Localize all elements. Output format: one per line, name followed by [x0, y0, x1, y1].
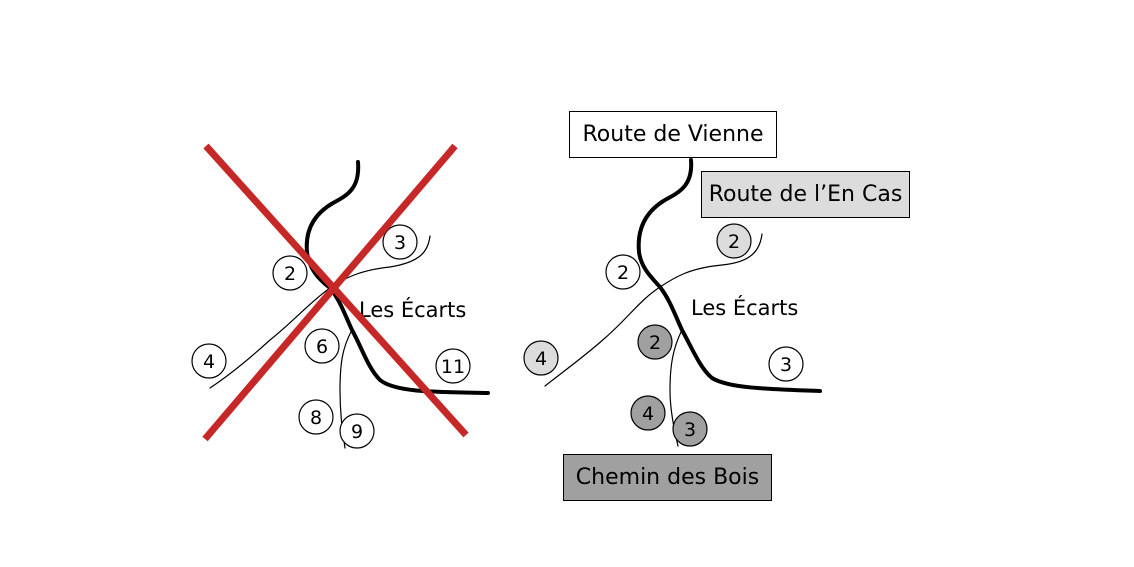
right-marker-2-white: 2 [605, 254, 641, 290]
right-marker-label: 2 [728, 231, 740, 253]
right-marker-3-dark: 3 [672, 411, 708, 447]
right-marker-3-white: 3 [768, 346, 804, 382]
right-marker-label: 2 [617, 262, 629, 284]
cross-line-2 [202, 143, 458, 442]
left-marker-label: 11 [441, 356, 465, 378]
right-marker-2-light: 2 [716, 223, 752, 259]
left-place-label: Les Écarts [359, 297, 466, 322]
left-marker-11: 11 [435, 348, 471, 384]
left-marker-label: 8 [310, 407, 322, 429]
left-marker-9: 9 [339, 413, 375, 449]
right-place-label: Les Écarts [691, 295, 798, 320]
right-map: 2 2 4 2 3 4 3 Les Écarts [523, 158, 822, 447]
right-marker-label: 4 [535, 348, 547, 370]
chemin-des-bois-label: Chemin des Bois [563, 454, 772, 501]
left-marker-label: 3 [394, 232, 406, 254]
right-marker-label: 2 [649, 332, 661, 354]
right-marker-label: 4 [642, 403, 654, 425]
left-map: 2 3 4 6 8 9 11 Les Écarts [191, 143, 490, 449]
right-marker-4-dark: 4 [630, 395, 666, 431]
right-marker-2-dark: 2 [637, 324, 673, 360]
right-road-en-cas [659, 233, 763, 288]
left-marker-label: 2 [284, 263, 296, 285]
right-marker-4-light: 4 [523, 340, 559, 376]
left-marker-label: 6 [316, 336, 328, 358]
cross-out-mark [202, 143, 469, 442]
route-de-len-cas-label: Route de l’En Cas [701, 171, 910, 218]
left-marker-2: 2 [272, 255, 308, 291]
left-marker-6: 6 [304, 328, 340, 364]
left-road-west [209, 287, 331, 389]
right-marker-label: 3 [684, 419, 696, 441]
left-marker-8: 8 [298, 399, 334, 435]
route-de-vienne-label: Route de Vienne [569, 111, 777, 158]
left-marker-label: 9 [351, 421, 363, 443]
right-marker-label: 3 [780, 354, 792, 376]
left-marker-3: 3 [382, 224, 418, 260]
right-road-west [544, 286, 661, 387]
left-marker-label: 4 [203, 351, 215, 373]
left-marker-4: 4 [191, 343, 227, 379]
